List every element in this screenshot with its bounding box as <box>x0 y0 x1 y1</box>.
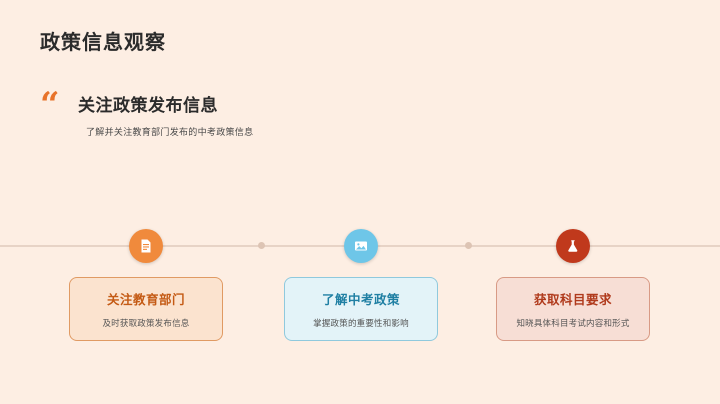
card-desc: 知晓具体科目考试内容和形式 <box>516 318 630 328</box>
page-title: 政策信息观察 <box>40 32 166 54</box>
card-title: 关注教育部门 <box>106 293 185 307</box>
quote-mark-icon: “ <box>40 85 60 125</box>
card-desc: 掌握政策的重要性和影响 <box>313 318 409 328</box>
flask-icon <box>565 238 581 254</box>
card-title: 了解中考政策 <box>321 293 400 307</box>
timeline-dot <box>258 242 265 249</box>
timeline-dot <box>465 242 472 249</box>
card-desc: 及时获取政策发布信息 <box>102 318 190 328</box>
card-title: 获取科目要求 <box>533 293 612 307</box>
image-icon <box>353 238 369 254</box>
timeline-card-2[interactable]: 了解中考政策 掌握政策的重要性和影响 <box>284 277 438 341</box>
quote-heading: 关注政策发布信息 <box>78 96 218 115</box>
timeline-node-2[interactable] <box>344 229 378 263</box>
timeline-card-1[interactable]: 关注教育部门 及时获取政策发布信息 <box>69 277 223 341</box>
timeline-node-1[interactable] <box>129 229 163 263</box>
quote-subtitle: 了解并关注教育部门发布的中考政策信息 <box>86 127 254 137</box>
timeline-card-3[interactable]: 获取科目要求 知晓具体科目考试内容和形式 <box>496 277 650 341</box>
timeline-node-3[interactable] <box>556 229 590 263</box>
document-icon <box>138 238 154 254</box>
